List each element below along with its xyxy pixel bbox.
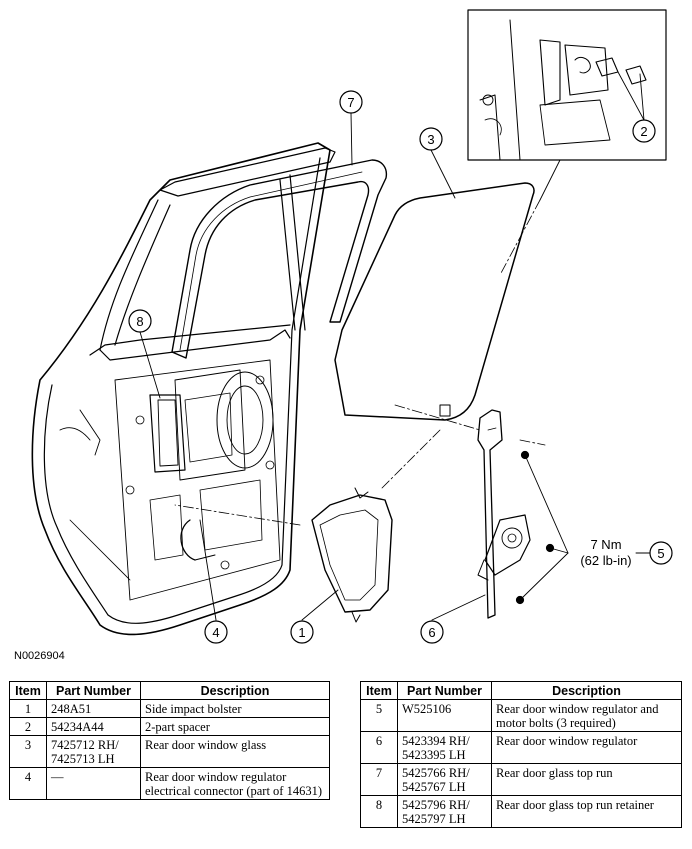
svg-text:7: 7: [347, 95, 354, 110]
rear-door-shell: [31, 142, 336, 636]
cell-description: Rear door window regulator and motor bol…: [491, 699, 682, 732]
alignment-lines: [174, 199, 546, 526]
callout-5: 5: [649, 541, 673, 565]
header-description: Description: [140, 681, 330, 700]
parts-table-right: Item Part Number Description 5 W525106 R…: [360, 681, 682, 828]
cell-item: 8: [360, 795, 398, 828]
cell-part-number: —: [46, 767, 141, 800]
callout-6: 6: [420, 620, 444, 644]
cell-item: 5: [360, 699, 398, 732]
svg-text:1: 1: [298, 625, 305, 640]
cell-part-number: 5425766 RH/ 5425767 LH: [397, 763, 492, 796]
header-part-number: Part Number: [397, 681, 492, 700]
cell-description: Side impact bolster: [140, 699, 330, 718]
cell-part-number: W525106: [397, 699, 492, 732]
cell-part-number: 5425796 RH/ 5425797 LH: [397, 795, 492, 828]
table-header-row: Item Part Number Description: [9, 681, 330, 700]
cell-item: 3: [9, 735, 47, 768]
cell-item: 1: [9, 699, 47, 718]
table-row: 4 — Rear door window regulator electrica…: [9, 767, 330, 800]
table-row: 8 5425796 RH/ 5425797 LH Rear door glass…: [360, 795, 682, 828]
table-row: 7 5425766 RH/ 5425767 LH Rear door glass…: [360, 763, 682, 796]
cell-item: 6: [360, 731, 398, 764]
exploded-view-diagram: 7 3 8 2 4 1 6 5 7 Nm (62 lb-in): [31, 9, 673, 644]
leader-lines: [139, 71, 651, 621]
table-row: 2 54234A44 2-part spacer: [9, 717, 330, 736]
callout-4: 4: [204, 620, 228, 644]
svg-text:8: 8: [136, 314, 143, 329]
cell-description: Rear door glass top run retainer: [491, 795, 682, 828]
table-row: 6 5423394 RH/ 5423395 LH Rear door windo…: [360, 731, 682, 764]
parts-table-left: Item Part Number Description 1 248A51 Si…: [9, 681, 330, 800]
cell-description: Rear door window glass: [140, 735, 330, 768]
callout-2: 2: [632, 119, 656, 143]
torque-imperial: (62 lb-in): [580, 553, 631, 568]
header-item: Item: [9, 681, 47, 700]
cell-item: 7: [360, 763, 398, 796]
svg-text:4: 4: [212, 625, 219, 640]
cell-description: Rear door window regulator electrical co…: [140, 767, 330, 800]
header-item: Item: [360, 681, 398, 700]
table-row: 1 248A51 Side impact bolster: [9, 699, 330, 718]
cell-item: 4: [9, 767, 47, 800]
svg-text:5: 5: [657, 546, 664, 561]
detail-inset: [467, 9, 667, 161]
cell-description: Rear door glass top run: [491, 763, 682, 796]
window-glass: [334, 182, 535, 421]
torque-metric: 7 Nm: [590, 537, 621, 552]
cell-description: Rear door window regulator: [491, 731, 682, 764]
cell-part-number: 248A51: [46, 699, 141, 718]
window-regulator: [477, 409, 555, 619]
callout-1: 1: [290, 620, 314, 644]
cell-part-number: 7425712 RH/ 7425713 LH: [46, 735, 141, 768]
svg-text:6: 6: [428, 625, 435, 640]
cell-description: 2-part spacer: [140, 717, 330, 736]
figure-id: N0026904: [14, 650, 65, 662]
svg-text:2: 2: [640, 124, 647, 139]
cell-part-number: 54234A44: [46, 717, 141, 736]
table-row: 3 7425712 RH/ 7425713 LH Rear door windo…: [9, 735, 330, 768]
cell-part-number: 5423394 RH/ 5423395 LH: [397, 731, 492, 764]
glass-top-run: [171, 159, 388, 359]
callout-8: 8: [128, 309, 152, 333]
cell-item: 2: [9, 717, 47, 736]
header-part-number: Part Number: [46, 681, 141, 700]
table-row: 5 W525106 Rear door window regulator and…: [360, 699, 682, 732]
header-description: Description: [491, 681, 682, 700]
side-impact-bolster: [311, 487, 393, 623]
table-header-row: Item Part Number Description: [360, 681, 682, 700]
callout-3: 3: [419, 127, 443, 151]
callout-7: 7: [339, 90, 363, 114]
svg-text:3: 3: [427, 132, 434, 147]
